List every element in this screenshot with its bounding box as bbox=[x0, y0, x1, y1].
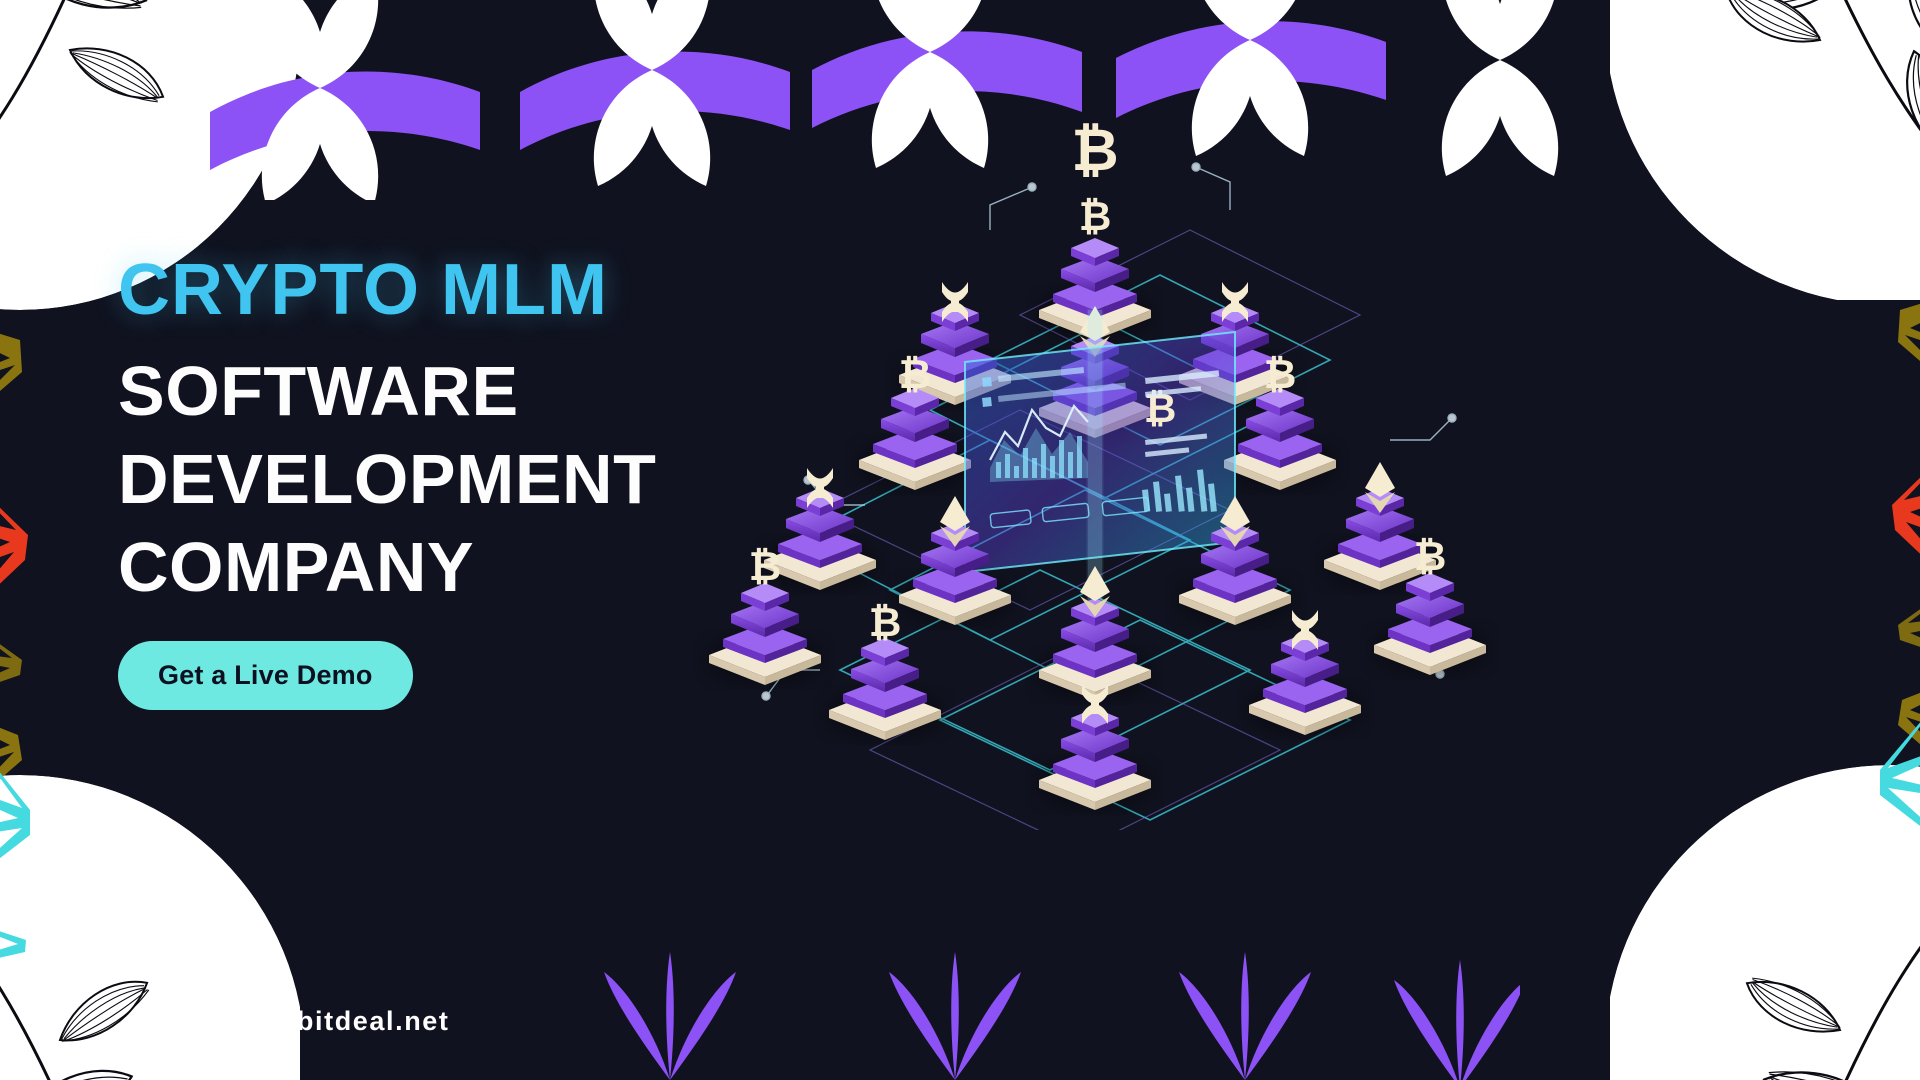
spiky-star-cluster-right-cyan bbox=[1880, 722, 1920, 826]
line-chart bbox=[989, 404, 1089, 461]
bar-chart bbox=[996, 436, 1082, 478]
leaf-circle-top-left bbox=[0, 0, 300, 310]
blockchain-node bbox=[1037, 566, 1153, 700]
top-decor-band bbox=[210, 0, 1559, 200]
get-live-demo-button[interactable]: Get a Live Demo bbox=[118, 641, 413, 711]
headline-line-1: SOFTWARE bbox=[118, 351, 519, 430]
blockchain-node bbox=[1247, 610, 1363, 735]
holographic-crypto-dashboard bbox=[964, 310, 1236, 610]
purple-three-leaf-plant-icon bbox=[889, 952, 1021, 1080]
page-title: SOFTWARE DEVELOPMENT COMPANY bbox=[118, 347, 878, 612]
leaf-circle-bottom-left bbox=[0, 775, 300, 1080]
headline-accent: CRYPTO MLM bbox=[118, 250, 608, 330]
headline-line-2: DEVELOPMENT bbox=[118, 439, 657, 518]
headline-line-3: COMPANY bbox=[118, 528, 475, 606]
globe-icon bbox=[166, 1003, 202, 1039]
hero-content: CRYPTO MLM SOFTWARE DEVELOPMENT COMPANY … bbox=[118, 250, 878, 1080]
spiky-star-cluster-left-cyan bbox=[0, 772, 30, 958]
website-link[interactable]: www.bitdeal.net bbox=[163, 1000, 450, 1042]
bitcoin-symbol-top bbox=[1071, 118, 1119, 183]
blockchain-node bbox=[1037, 684, 1153, 810]
purple-three-leaf-plant-icon bbox=[1179, 952, 1311, 1080]
leaf-circle-top-right bbox=[1610, 0, 1920, 300]
spiky-star-cluster-left bbox=[0, 333, 28, 780]
bar-chart-right bbox=[1142, 469, 1217, 512]
isometric-blockchain-network: ₿ bbox=[690, 118, 1520, 830]
purple-three-leaf-plant-icon bbox=[1394, 960, 1520, 1080]
leaf-circle-bottom-right bbox=[1610, 765, 1920, 1080]
website-url-text: www.bitdeal.net bbox=[221, 1005, 450, 1036]
